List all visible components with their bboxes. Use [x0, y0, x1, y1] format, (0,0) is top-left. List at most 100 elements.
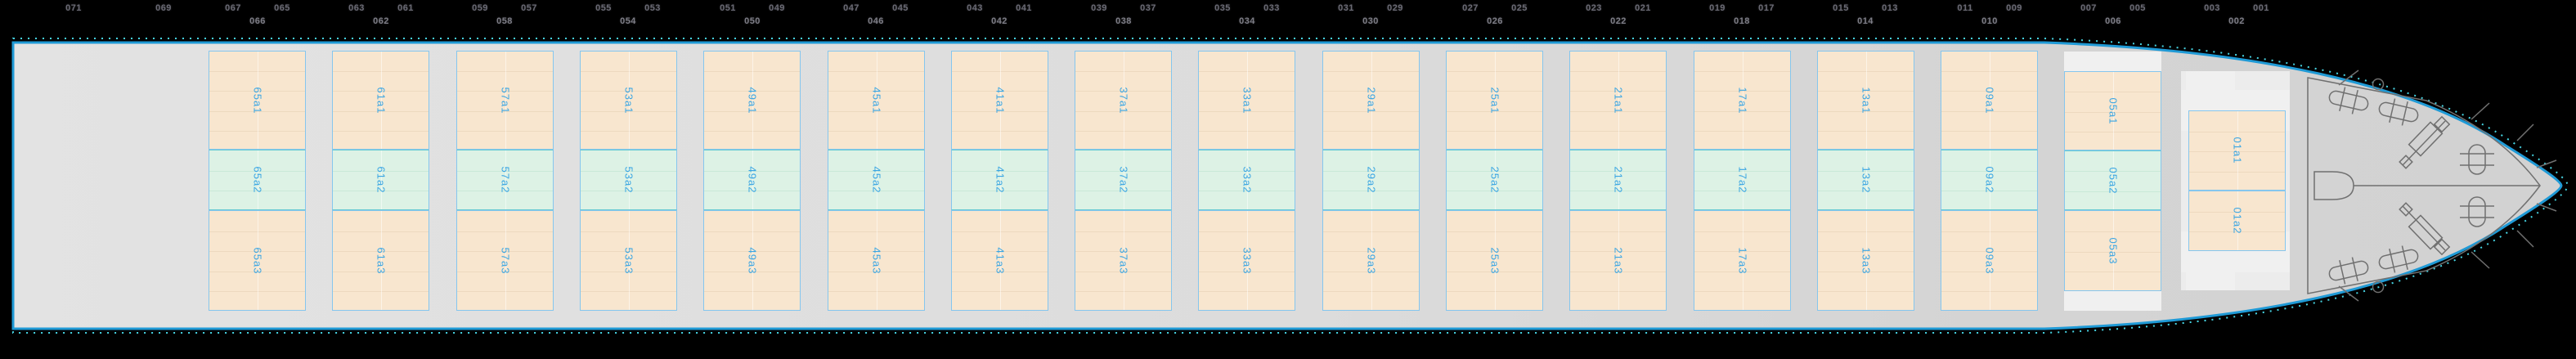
slot-divider: [999, 150, 1001, 209]
bay-block[interactable]: 61a2: [332, 150, 429, 210]
bay-block-label: 05a1: [2107, 97, 2119, 124]
bay-block[interactable]: 45a3: [828, 210, 925, 311]
bay-block[interactable]: 13a1: [1817, 51, 1914, 150]
bay-block[interactable]: 17a2: [1694, 150, 1791, 210]
bay-number-label: 030: [1362, 16, 1379, 26]
slot-divider: [2112, 211, 2114, 290]
bay-block[interactable]: 05a2: [2064, 150, 2161, 210]
bay-block[interactable]: 17a1: [1694, 51, 1791, 150]
bay-block[interactable]: 65a1: [209, 51, 306, 150]
bay-block[interactable]: 29a2: [1322, 150, 1420, 210]
bay-block[interactable]: 45a1: [828, 51, 925, 150]
bay-block[interactable]: 13a3: [1817, 210, 1914, 311]
bay-block[interactable]: 37a1: [1075, 51, 1172, 150]
bay-block-label: 45a2: [870, 166, 882, 194]
bay-block[interactable]: 01a2: [2188, 191, 2286, 251]
bay-block[interactable]: 53a3: [580, 210, 677, 311]
bay-block[interactable]: 49a2: [703, 150, 801, 210]
slot-divider: [628, 150, 630, 209]
bay-block-label: 21a2: [1612, 166, 1624, 194]
bay-block-label: 01a2: [2231, 207, 2243, 235]
bay-number-label: 058: [496, 16, 513, 26]
bay-block-label: 17a1: [1736, 87, 1748, 114]
bay-block[interactable]: 09a3: [1941, 210, 2038, 311]
bay-number-label: 041: [1016, 3, 1032, 13]
bay-number-label: 042: [991, 16, 1008, 26]
bay-block-label: 49a3: [746, 247, 758, 274]
bay-block[interactable]: 61a1: [332, 51, 429, 150]
slot-divider: [2112, 72, 2114, 150]
bay-block[interactable]: 41a2: [951, 150, 1048, 210]
bay-number-label: 043: [967, 3, 983, 13]
bay-block[interactable]: 17a3: [1694, 210, 1791, 311]
bay-block[interactable]: 49a3: [703, 210, 801, 311]
bay-number-label: 062: [373, 16, 389, 26]
bay-block[interactable]: 49a1: [703, 51, 801, 150]
bay-block-label: 53a1: [622, 87, 635, 114]
slot-divider: [1494, 52, 1496, 149]
bay-block-label: 37a3: [1117, 247, 1129, 274]
slot-divider: [505, 150, 506, 209]
bay-block-label: 29a2: [1365, 166, 1377, 194]
bay-block-label: 25a1: [1488, 87, 1501, 114]
bay-block[interactable]: 09a1: [1941, 51, 2038, 150]
bay-block[interactable]: 57a2: [456, 150, 554, 210]
bay-number-label: 061: [397, 3, 414, 13]
hatch-cover: [2064, 291, 2161, 311]
bay-block[interactable]: 25a3: [1446, 210, 1543, 311]
bay-block[interactable]: 61a3: [332, 210, 429, 311]
bay-block[interactable]: 25a1: [1446, 51, 1543, 150]
slot-divider: [1618, 52, 1619, 149]
bay-block-label: 53a3: [622, 247, 635, 274]
bay-block[interactable]: 29a1: [1322, 51, 1420, 150]
bay-block[interactable]: 21a1: [1569, 51, 1667, 150]
bay-number-label: 037: [1140, 3, 1156, 13]
bay-block[interactable]: 57a1: [456, 51, 554, 150]
bay-number-label: 051: [720, 3, 736, 13]
slot-divider: [380, 211, 382, 310]
bay-number-label: 014: [1857, 16, 1874, 26]
bay-block[interactable]: 41a3: [951, 210, 1048, 311]
bay-block[interactable]: 65a3: [209, 210, 306, 311]
bay-number-label: 006: [2105, 16, 2121, 26]
bay-block-label: 45a3: [870, 247, 882, 274]
bay-block-label: 41a2: [994, 166, 1006, 194]
bay-block[interactable]: 33a1: [1198, 51, 1295, 150]
bay-block[interactable]: 29a3: [1322, 210, 1420, 311]
bay-block[interactable]: 53a1: [580, 51, 677, 150]
bay-block-label: 33a3: [1241, 247, 1253, 274]
bay-block[interactable]: 21a3: [1569, 210, 1667, 311]
anchor-windlass-icon: [2399, 202, 2451, 256]
slot-divider: [999, 211, 1001, 310]
bay-block[interactable]: 57a3: [456, 210, 554, 311]
hatch-cover: [2064, 52, 2161, 71]
bay-block[interactable]: 13a2: [1817, 150, 1914, 210]
bay-number-label: 057: [521, 3, 537, 13]
bay-number-label: 003: [2204, 3, 2220, 13]
bay-number-label: 059: [472, 3, 488, 13]
slot-divider: [2237, 111, 2238, 190]
slot-divider: [1742, 150, 1744, 209]
bay-block[interactable]: 05a1: [2064, 71, 2161, 150]
bay-block[interactable]: 33a2: [1198, 150, 1295, 210]
slot-divider: [2237, 191, 2238, 250]
bay-block[interactable]: 05a3: [2064, 210, 2161, 291]
slot-divider: [380, 150, 382, 209]
bay-block[interactable]: 45a2: [828, 150, 925, 210]
bay-number-label: 007: [2080, 3, 2097, 13]
bay-block[interactable]: 09a2: [1941, 150, 2038, 210]
bay-block[interactable]: 21a2: [1569, 150, 1667, 210]
bay-block[interactable]: 65a2: [209, 150, 306, 210]
bay-number-label: 031: [1338, 3, 1354, 13]
bay-block[interactable]: 33a3: [1198, 210, 1295, 311]
slot-divider: [628, 211, 630, 310]
bay-block[interactable]: 53a2: [580, 150, 677, 210]
bay-block[interactable]: 41a1: [951, 51, 1048, 150]
bay-block[interactable]: 37a2: [1075, 150, 1172, 210]
bay-number-label: 067: [225, 3, 241, 13]
bay-block[interactable]: 37a3: [1075, 210, 1172, 311]
mooring-bollard-icon: [2328, 87, 2369, 114]
bay-block[interactable]: 01a1: [2188, 110, 2286, 191]
bay-block-label: 21a1: [1612, 87, 1624, 114]
bay-block[interactable]: 25a2: [1446, 150, 1543, 210]
